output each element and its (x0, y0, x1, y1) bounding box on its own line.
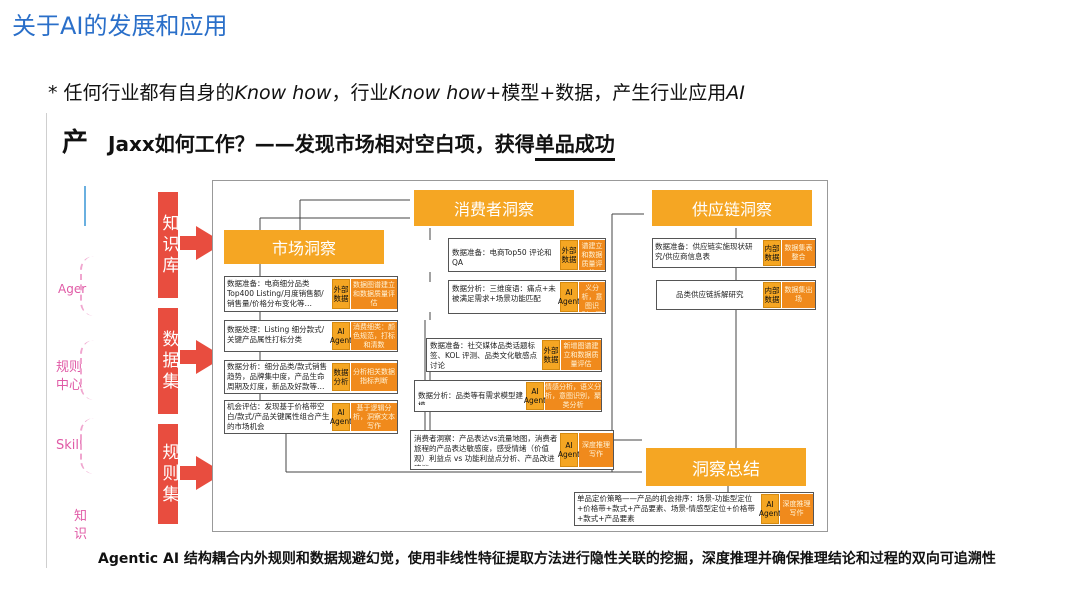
consumer-row-text: 数据准备：社交媒体品类话题标签、KOL 评测、品类文化敏感点讨论 (430, 341, 537, 369)
consumer-row-desc: 深度推理写作 (579, 433, 613, 467)
consumer-row-tag: AI Agent (558, 282, 580, 312)
consumer-row-text: 数据分析：三维度语：痛点+未被满足需求+场景功能匹配 (452, 284, 556, 303)
side-label-knowledge-2: 识 (74, 527, 88, 542)
market-row-tag: AI Agent (330, 403, 352, 431)
supply-row-tag: 内部数据 (763, 282, 781, 308)
consumer-row-tag: AI Agent (524, 382, 546, 410)
slide-title: 关于AI的发展和应用 (12, 12, 228, 40)
consumer-row-desc: 新增图谱建立和数据质量评估 (579, 240, 605, 270)
panel-heading: Jaxx如何工作？——发现市场相对空白项，获得单品成功 (108, 128, 615, 161)
side-label-agent: Ager (58, 282, 87, 296)
consumer-row-desc: 新增图谱建立和数据质量评估 (561, 340, 601, 370)
subtitle-part: Know how (388, 82, 486, 104)
consumer-row-text: 数据准备：电商Top50 评论和 QA (452, 248, 552, 267)
market-row-text: 数据处理：Listing 细分款式/关键产品属性打标分类 (227, 325, 325, 344)
subtitle-part: AI (726, 82, 745, 104)
side-arc (80, 256, 94, 316)
market-row-tag: 数据分析 (332, 363, 350, 391)
market-row-tag: AI Agent (330, 322, 352, 350)
side-accent-line (84, 186, 86, 226)
side-label-rules: 规则 (56, 360, 83, 375)
market-row-text: 数据分析：细分品类/款式销售趋势，品牌集中度，产品生命周期及灯度，新品及好款等… (227, 362, 328, 391)
side-arc (80, 340, 94, 400)
consumer-row-desc: 情感分析，语义分析，意图识别，聚类分析 (579, 282, 605, 312)
consumer-row-tag: 外部数据 (542, 340, 560, 370)
supply-row-text: 品类供应链拆解研究 (676, 290, 744, 299)
subtitle-part: Know how (234, 82, 332, 104)
market-row-text: 数据准备：电商细分品类 Top400 Listing/月度销售额/销售量/价格分… (227, 279, 324, 308)
summary-row-tag: AI Agent (759, 494, 781, 524)
subtitle-part: * 任何行业都有自身的 (48, 82, 235, 104)
supply-row-tag: 内部数据 (763, 240, 781, 266)
subtitle-part: ，行业 (331, 82, 389, 104)
consumer-row-desc: 情感分析，语义分析，意图识别，聚类分析 (545, 382, 601, 410)
summary-row-text: 单品定价策略——产品的机会排序：场景-功能型定位+价格带+款式+产品要素、场景-… (577, 494, 755, 523)
ruleset-box: 规则集 (158, 424, 179, 524)
side-label-knowledge: 知 (74, 509, 88, 524)
consumer-row-text: 数据分析：品类等有需求模型建模 (418, 391, 523, 405)
consumer-insight-header: 消费者洞察 (414, 190, 574, 226)
dataset-label: 数据集 (158, 329, 179, 393)
panel-divider (46, 113, 47, 568)
heading-underlined: 单品成功 (534, 132, 615, 161)
market-row-desc: 消费细类：颜色规范，打标和清数 (351, 322, 397, 350)
dataset-box: 数据集 (158, 308, 179, 414)
supply-row-desc: 数据集表整合 (782, 240, 815, 266)
panel-corner-char: 产 (62, 128, 89, 158)
heading-main: Jaxx如何工作？——发现市场相对空白项，获得 (108, 132, 535, 156)
side-label-center: 中心 (56, 378, 83, 393)
supply-row-text: 数据准备：供应链实施现状研究/供应商信息表 (655, 242, 753, 261)
knowledge-base-box: 知识库 (158, 192, 179, 298)
market-row-desc: 数据图谱建立和数据质量评估 (351, 279, 397, 309)
consumer-row-tag: AI Agent (558, 433, 580, 467)
side-arc (80, 418, 94, 474)
knowledge-base-label: 知识库 (158, 213, 179, 277)
side-label-skill: Skill (56, 438, 83, 453)
insight-summary-header: 洞察总结 (646, 448, 806, 486)
market-row-tag: 外部数据 (332, 279, 350, 309)
supply-row-desc: 数据集出场 (782, 282, 815, 308)
consumer-row-text: 消费者洞察：产品表达vs流量地图，消费者旅程的产品表达敏感度，感受情绪（价值观）… (414, 434, 558, 466)
market-row-desc: 基于逻辑分析，洞察文本写作 (351, 403, 397, 431)
ruleset-label: 规则集 (158, 442, 179, 506)
subtitle: * 任何行业都有自身的Know how，行业Know how+模型+数据，产生行… (48, 78, 745, 105)
market-insight-header: 市场洞察 (224, 230, 384, 264)
market-row-text: 机会评估：发现基于价格带空白/款式/产品关键属性组合产生的市场机会 (227, 402, 330, 431)
summary-row-desc: 深度推理写作 (780, 494, 813, 524)
footer-text: Agentic AI 结构耦合内外规则和数据规避幻觉，使用非线性特征提取方法进行… (98, 551, 996, 567)
market-row-desc: 分析相关数据指标判断 (351, 363, 397, 391)
consumer-row-tag: 外部数据 (560, 240, 578, 270)
supply-chain-insight-header: 供应链洞察 (652, 190, 812, 226)
subtitle-part: +模型+数据，产生行业应用 (485, 82, 727, 104)
